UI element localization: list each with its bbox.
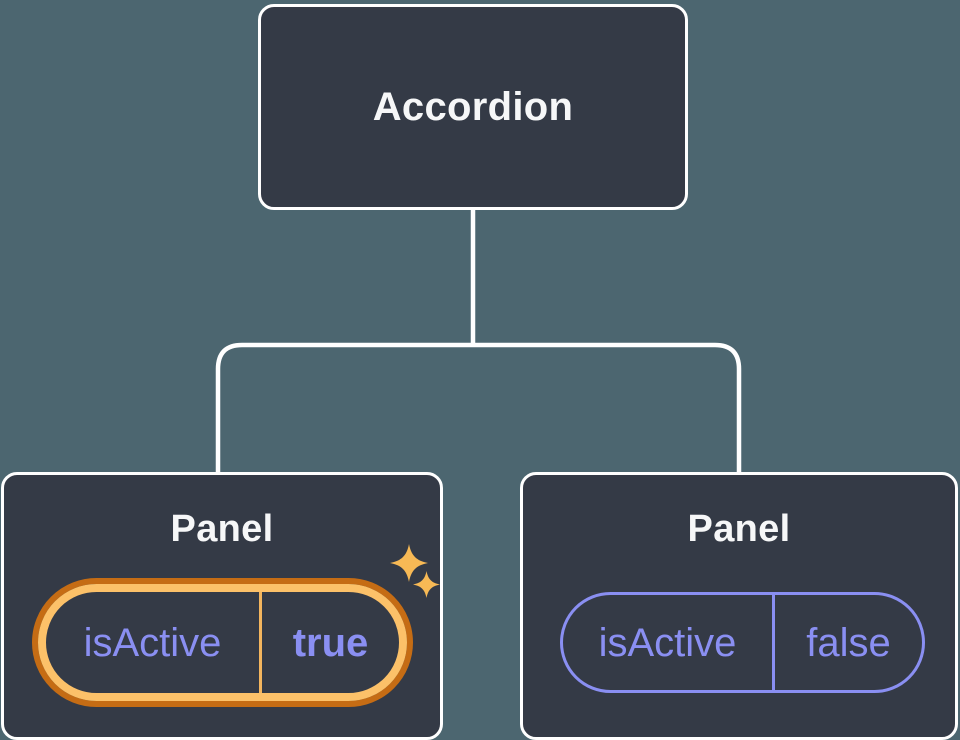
prop-value-label: true — [292, 620, 369, 665]
prop-pill-divider — [772, 595, 775, 690]
prop-name-label: isActive — [83, 620, 222, 665]
panel-title: Panel — [170, 508, 274, 550]
sparkle-icon-large — [390, 544, 428, 582]
sparkle-icon-small — [413, 571, 440, 598]
panel-title: Panel — [687, 508, 791, 550]
prop-pill-inactive: isActive false — [560, 592, 925, 693]
panel-node-inactive: Panel isActive false — [520, 472, 958, 740]
prop-pill-divider — [259, 592, 262, 693]
accordion-node: Accordion — [258, 4, 688, 210]
prop-name-label: isActive — [598, 620, 737, 665]
accordion-node-label: Accordion — [372, 85, 574, 129]
prop-pill-active: isActive true — [32, 578, 413, 707]
connector-branch-bracket — [215, 342, 742, 474]
panel-node-active: Panel isActive true — [1, 472, 443, 740]
prop-pill-active-inner: isActive true — [38, 584, 407, 701]
prop-value-label: false — [806, 620, 891, 665]
